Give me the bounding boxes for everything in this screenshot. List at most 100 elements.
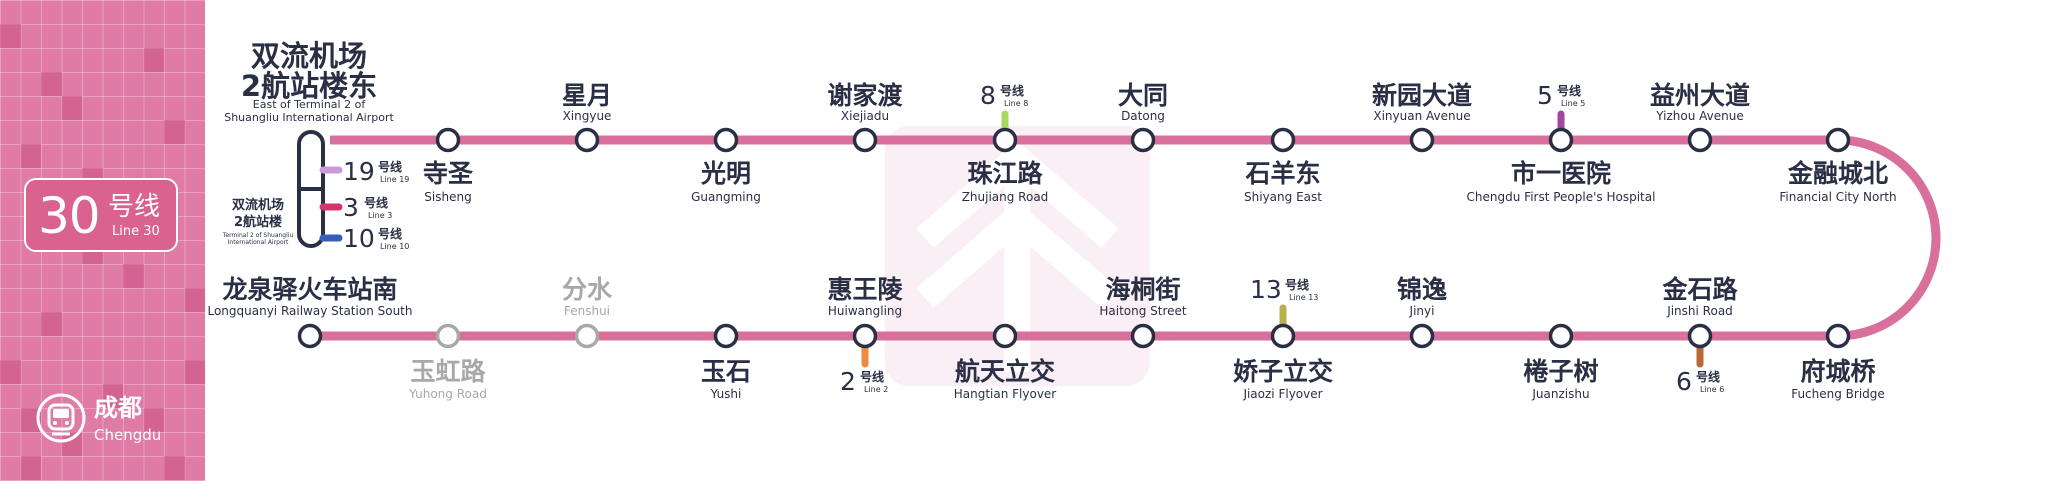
station-cn-fucheng-bridge: 府城桥 xyxy=(1800,357,1875,386)
station-en-yizhou-avenue: Yizhou Avenue xyxy=(1655,109,1744,123)
station-marker-unopened xyxy=(574,323,600,349)
station-marker-unopened xyxy=(435,323,461,349)
transfer-line-19-en: Line 19 xyxy=(380,175,409,184)
station-cn-xiejiadu: 谢家渡 xyxy=(827,81,903,110)
station-marker xyxy=(1409,127,1435,153)
station-en-fucheng-bridge: Fucheng Bridge xyxy=(1791,387,1885,401)
station-marker xyxy=(1409,323,1435,349)
terminal-mid-name-cn-line2: 2航站楼 xyxy=(234,214,282,230)
transfer-line-3-cn: 号线 xyxy=(364,195,388,210)
station-en-jinshi-road: Jinshi Road xyxy=(1666,304,1733,318)
station-marker xyxy=(713,127,739,153)
sidebar-tile xyxy=(102,384,123,408)
station-en-yuhong-road: Yuhong Road xyxy=(408,387,487,401)
station-marker xyxy=(1130,323,1156,349)
station-marker xyxy=(1270,323,1296,349)
line-label-cn: 号线 xyxy=(108,192,161,222)
station-en-hangtian-flyover: Hangtian Flyover xyxy=(954,387,1057,401)
station-marker xyxy=(1548,127,1574,153)
sidebar-tile xyxy=(0,360,21,384)
transfer-line-10-number: 10 xyxy=(343,224,375,253)
station-marker xyxy=(1130,127,1156,153)
station-en-shiyang-east: Shiyang East xyxy=(1244,190,1322,204)
sidebar-tile xyxy=(41,312,62,336)
station-marker xyxy=(1687,323,1713,349)
station-en-juanzishu: Juanzishu xyxy=(1531,387,1589,401)
station-cn-yizhou-avenue: 益州大道 xyxy=(1650,81,1750,110)
sidebar-tile xyxy=(143,408,164,432)
sidebar-tile xyxy=(0,24,21,48)
station-marker xyxy=(992,323,1018,349)
sidebar-tile xyxy=(61,432,82,456)
station-marker xyxy=(852,127,878,153)
station-cn-sisheng: 寺圣 xyxy=(423,159,474,188)
transfer-line-2-cn: 号线 xyxy=(860,369,884,384)
station-cn-yuhong-road: 玉虹路 xyxy=(410,357,486,386)
city-name-cn: 成都 xyxy=(94,394,142,422)
station-cn-zhujiang-road: 珠江路 xyxy=(967,159,1043,188)
station-en-datong: Datong xyxy=(1121,109,1165,123)
station-cn-yushi: 玉石 xyxy=(701,357,751,386)
terminal-top-name-cn-line1: 双流机场 xyxy=(251,39,367,73)
station-en-xinyuan-avenue: Xinyuan Avenue xyxy=(1373,109,1470,123)
station-cn-jinshi-road: 金石路 xyxy=(1661,275,1738,304)
transfer-line-8-number: 8 xyxy=(980,81,996,110)
station-marker xyxy=(992,127,1018,153)
transfer-line-3-number: 3 xyxy=(343,193,359,222)
chengdu-metro-logo-icon xyxy=(36,393,86,443)
transfer-line-13-cn: 号线 xyxy=(1285,277,1309,292)
sidebar-tile xyxy=(143,48,164,72)
station-marker xyxy=(1825,127,1851,153)
watermark-logo-icon xyxy=(885,126,1150,386)
terminal-top-name-en-line1: East of Terminal 2 of xyxy=(253,98,367,111)
terminal-mid-name-cn-line1: 双流机场 xyxy=(232,197,284,213)
route-line-loop xyxy=(1837,135,1941,341)
station-en-huiwangling: Huiwangling xyxy=(828,304,902,318)
transfer-line-5-cn: 号线 xyxy=(1557,83,1581,98)
transfer-line-8-cn: 号线 xyxy=(1000,83,1024,98)
terminal-top-name-cn-line2: 2航站楼东 xyxy=(241,69,377,103)
transfer-line-3-en: Line 3 xyxy=(368,211,392,220)
line-label-en: Line 30 xyxy=(112,224,160,239)
transfer-line-6-number: 6 xyxy=(1676,367,1692,396)
station-cn-juanzishu: 棬子树 xyxy=(1523,357,1598,386)
city-name-en: Chengdu xyxy=(94,426,162,444)
transfer-line-5-en: Line 5 xyxy=(1561,99,1585,108)
station-cn-jinyi: 锦逸 xyxy=(1397,275,1447,304)
station-cn-fenshui: 分水 xyxy=(562,275,613,304)
transfer-line-6-cn: 号线 xyxy=(1696,369,1720,384)
transfer-line-19-cn: 号线 xyxy=(378,159,402,174)
station-en-sisheng: Sisheng xyxy=(424,190,471,204)
station-marker xyxy=(574,127,600,153)
terminal-top-name-en-line2: Shuangliu International Airport xyxy=(224,111,394,124)
station-cn-xinyuan-avenue: 新园大道 xyxy=(1372,81,1472,110)
station-marker xyxy=(1825,323,1851,349)
station-en-fenshui: Fenshui xyxy=(564,304,610,318)
station-marker xyxy=(713,323,739,349)
station-cn-haitong-street: 海桐街 xyxy=(1105,275,1180,304)
transfer-line-2-number: 2 xyxy=(840,367,856,396)
station-en-jinyi: Jinyi xyxy=(1409,304,1435,318)
transfer-line-5-number: 5 xyxy=(1537,81,1553,110)
transfer-line-13-number: 13 xyxy=(1250,275,1282,304)
line-number: 30 xyxy=(38,187,101,245)
station-cn-datong: 大同 xyxy=(1118,81,1168,110)
station-en-zhujiang-road: Zhujiang Road xyxy=(962,190,1049,204)
transfer-line-19-number: 19 xyxy=(343,157,375,186)
sidebar-tile xyxy=(164,456,185,480)
station-marker xyxy=(297,323,323,349)
sidebar-tile xyxy=(20,408,41,432)
transfer-line-6-en: Line 6 xyxy=(1700,385,1724,394)
station-marker xyxy=(435,127,461,153)
station-en-jiaozi-flyover: Jiaozi Flyover xyxy=(1242,387,1322,401)
sidebar-panel: 30 号线 Line 30 成都 Chengdu xyxy=(0,0,205,481)
station-cn-longquanyi-railway-station-south: 龙泉驿火车站南 xyxy=(222,275,397,304)
station-marker xyxy=(1270,127,1296,153)
transfer-line-8-en: Line 8 xyxy=(1004,99,1028,108)
sidebar-tile xyxy=(41,72,62,96)
station-cn-huiwangling: 惠王陵 xyxy=(827,275,903,304)
station-cn-shiyang-east: 石羊东 xyxy=(1244,159,1320,188)
station-cn-financial-city-north: 金融城北 xyxy=(1787,159,1888,188)
station-marker xyxy=(1548,323,1574,349)
route-map: 双流机场 2航站楼东 East of Terminal 2 of Shuangl… xyxy=(207,39,1941,401)
